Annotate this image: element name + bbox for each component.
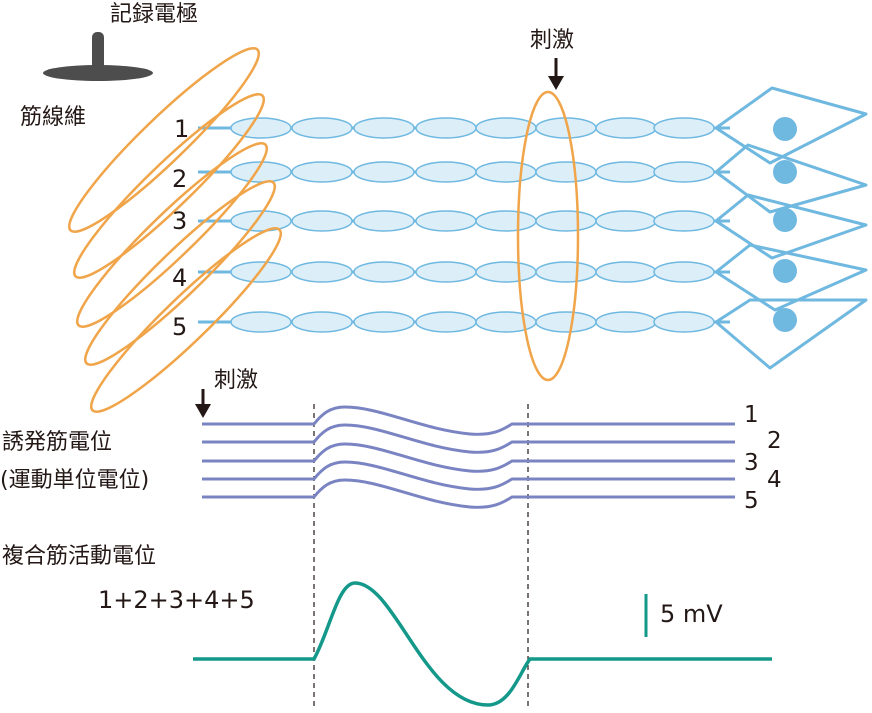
scale-bar-label: 5 mV	[660, 600, 723, 628]
motor-neuron-branch-5	[715, 298, 868, 370]
muscle-fiber-5	[198, 311, 730, 333]
muscle-fiber-4	[198, 261, 730, 283]
stimulus-arrow-top-icon	[548, 58, 564, 90]
stimulus-electrode-loop	[516, 90, 580, 382]
fiber-segment	[475, 161, 537, 183]
muscle-fiber-2	[198, 161, 730, 183]
motor-neuron-soma-4	[773, 259, 797, 283]
muscle-fiber-bundle	[198, 117, 730, 333]
trace-number-3: 3	[744, 450, 759, 476]
fiber-segment	[595, 210, 657, 232]
fiber-segment	[291, 210, 353, 232]
fiber-segment	[475, 261, 537, 283]
motor-unit-trace-5	[202, 478, 735, 509]
fiber-segment	[535, 311, 597, 333]
fiber-segment	[595, 161, 657, 183]
motor-neuron-soma-1	[773, 117, 797, 141]
motor-unit-trace-1	[202, 405, 735, 436]
fiber-segment	[291, 311, 353, 333]
fiber-segment	[291, 161, 353, 183]
fiber-segment	[415, 210, 477, 232]
fiber-segment	[653, 117, 715, 139]
fiber-segment	[353, 161, 415, 183]
compound-potential-label: 複合筋活動電位	[2, 544, 157, 569]
motor-unit-potential-label: (運動単位電位)	[0, 468, 150, 493]
fiber-segment	[595, 311, 657, 333]
fiber-number-4: 4	[172, 264, 188, 292]
fiber-segment	[653, 161, 715, 183]
electrode-loop-5	[89, 227, 283, 413]
trace-number-2: 2	[767, 428, 782, 454]
stimulus-arrow-bottom-icon	[195, 389, 211, 418]
muscle-fiber-label: 筋線維	[20, 105, 87, 130]
fiber-number-2: 2	[172, 165, 188, 193]
fiber-segment	[653, 261, 715, 283]
electrode-loop-1	[67, 47, 261, 233]
motor-unit-trace-2	[202, 423, 735, 454]
fiber-number-3: 3	[172, 207, 188, 235]
electrode-loop-4	[83, 180, 277, 366]
fiber-segment	[291, 261, 353, 283]
fiber-segment	[353, 117, 415, 139]
electrode-loop-3	[75, 142, 269, 328]
muscle-fiber-3	[198, 210, 730, 232]
stimulus-label-bottom: 刺激	[214, 368, 259, 393]
recording-electrode-loops	[67, 47, 283, 413]
sum-formula-label: 1+2+3+4+5	[98, 586, 255, 614]
fiber-segment	[475, 311, 537, 333]
fiber-segment	[353, 311, 415, 333]
fiber-segment	[353, 210, 415, 232]
fiber-segment	[595, 261, 657, 283]
fiber-segment	[230, 117, 292, 139]
fiber-number-1: 1	[174, 115, 190, 143]
fiber-number-5: 5	[172, 313, 188, 341]
fiber-segment	[415, 261, 477, 283]
fiber-segment	[230, 311, 292, 333]
motor-neuron-branch-4	[715, 243, 868, 312]
stimulus-label-top: 刺激	[530, 28, 575, 53]
motor-neuron-branch-1	[715, 86, 868, 165]
motor-unit-traces	[202, 405, 735, 509]
trace-number-5: 5	[744, 488, 759, 514]
fiber-segment	[415, 117, 477, 139]
fiber-segment	[475, 210, 537, 232]
recording-electrode-label: 記録電極	[110, 2, 199, 27]
motor-neuron-soma-5	[773, 308, 797, 332]
fiber-segment	[415, 161, 477, 183]
trace-number-1: 1	[744, 402, 759, 428]
motor-unit-trace-3	[202, 442, 735, 473]
fiber-segment	[653, 311, 715, 333]
fiber-segment	[535, 261, 597, 283]
fiber-segment	[230, 210, 292, 232]
motor-neuron-soma-3	[773, 208, 797, 232]
fiber-segment	[415, 311, 477, 333]
motor-neuron-branches	[715, 86, 868, 370]
fiber-segment	[535, 161, 597, 183]
trace-number-4: 4	[767, 467, 782, 493]
fiber-segment	[291, 117, 353, 139]
fiber-segment	[535, 210, 597, 232]
compound-potential-trace	[193, 581, 772, 707]
evoked-potential-label: 誘発筋電位	[2, 430, 113, 455]
motor-unit-trace-4	[202, 460, 735, 491]
recording-electrode-icon	[43, 32, 153, 81]
electrode-loop-2	[72, 93, 266, 279]
motor-neuron-soma-2	[773, 160, 797, 184]
fiber-segment	[653, 210, 715, 232]
motor-neuron-branch-2	[715, 143, 868, 214]
muscle-fiber-1	[198, 117, 730, 139]
fiber-segment	[595, 117, 657, 139]
fiber-segment	[353, 261, 415, 283]
